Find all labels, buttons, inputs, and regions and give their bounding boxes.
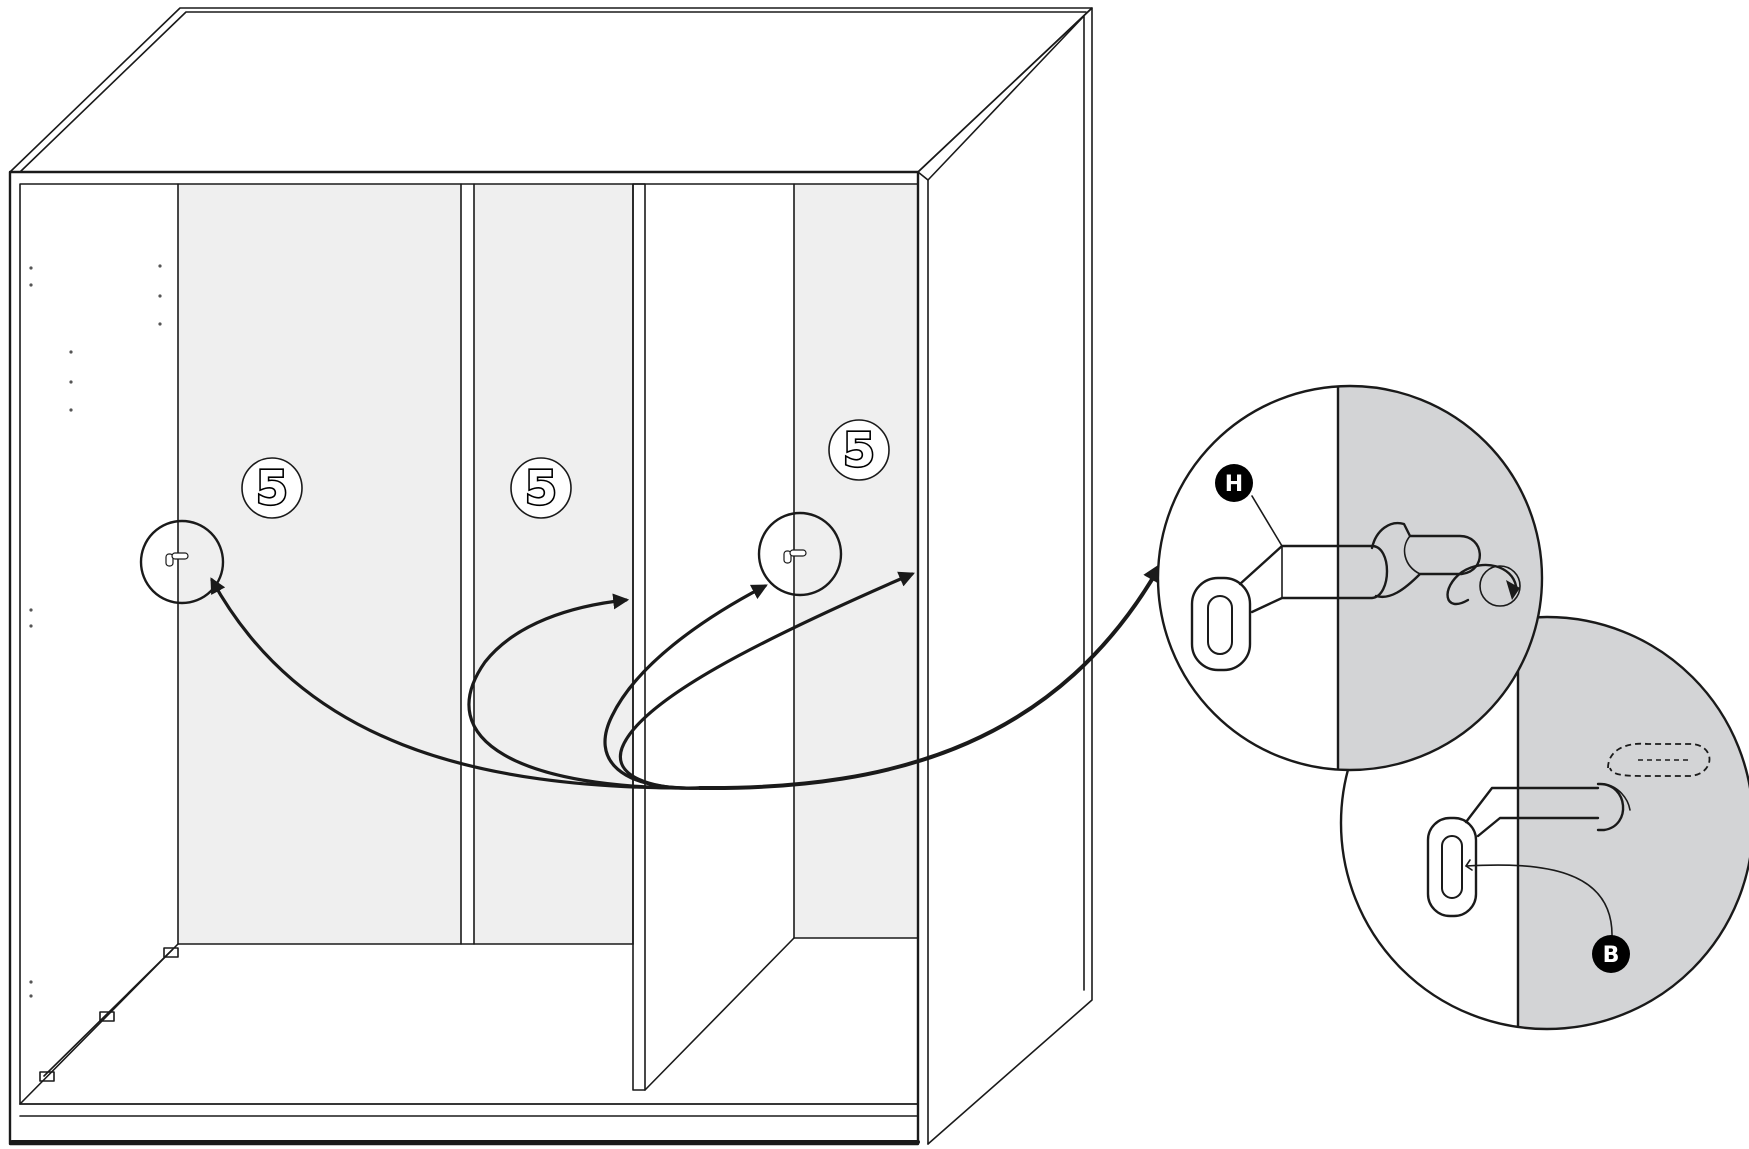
detail-hook: H [1156,384,1544,772]
screw-label-badge: B [1592,935,1630,973]
arrow-icon [618,571,915,790]
drill-holes [29,264,162,998]
step-number: 5 [843,423,875,477]
hook-icon [1426,742,1711,918]
step-badge-right: 5 [828,419,890,481]
arrow-icon [698,562,1162,791]
back-panel-right [794,184,918,938]
hook-label-badge: H [1215,464,1253,502]
back-panel-middle [474,184,633,944]
arrow-icon [210,577,702,790]
hook-icon [165,552,189,567]
hook-label: H [1225,472,1243,497]
hook-location-right [757,511,843,597]
step-badge-middle: 5 [510,457,572,519]
hook-icon [783,549,807,564]
screw-label: B [1603,943,1620,968]
step-number: 5 [525,461,557,515]
step-badge-left: 5 [241,457,303,519]
hook-icon [1190,495,1521,672]
direction-arrows [210,562,1162,791]
dowel-group [39,947,179,1082]
back-panel-left [178,184,461,944]
wardrobe [8,7,1093,1146]
step-number: 5 [256,461,288,515]
arrow-icon [467,593,702,790]
hook-location-left [139,519,225,605]
